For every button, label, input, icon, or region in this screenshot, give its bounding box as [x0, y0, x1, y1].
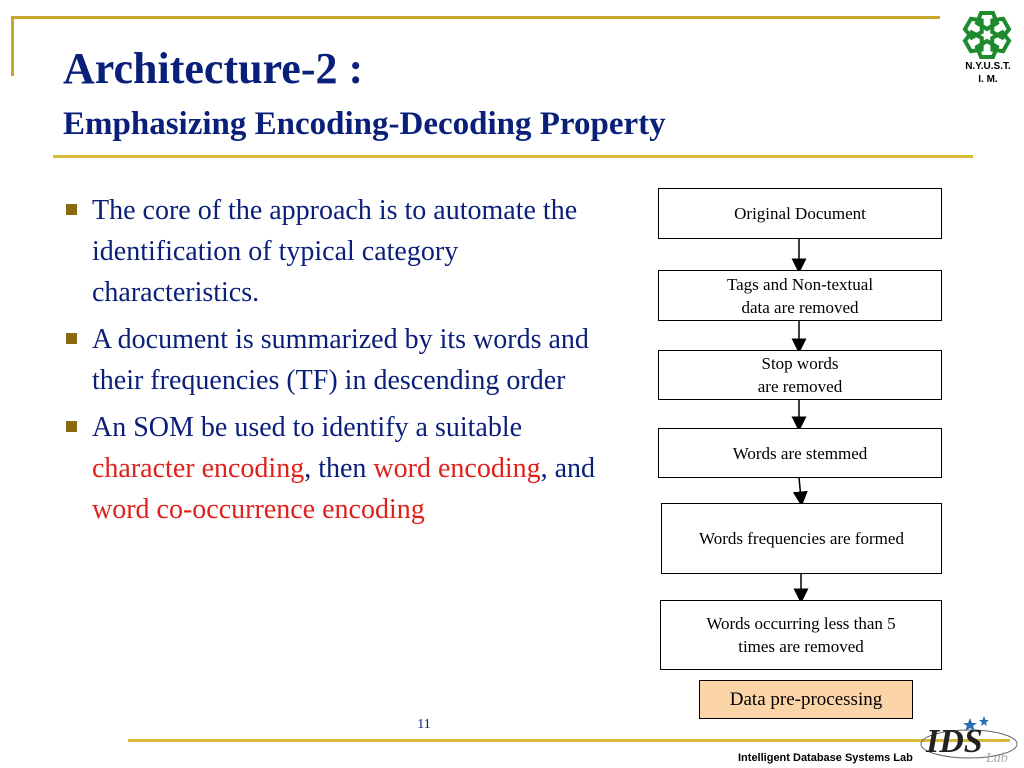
ids-logo-text: IDS [925, 723, 983, 760]
square-bullet-icon [66, 333, 77, 344]
bullet-item: An SOM be used to identify a suitable ch… [66, 407, 626, 530]
flow-step-label: Tags and Non-textual [726, 274, 874, 294]
flow-step-label: Words occurring less than 5 [706, 614, 896, 633]
square-bullet-icon [66, 421, 77, 432]
slide-subtitle: Emphasizing Encoding-Decoding Property [63, 106, 666, 142]
highlight-segment: word encoding [373, 453, 541, 484]
bullet-item: The core of the approach is to automate … [66, 190, 626, 313]
lab-name: Intelligent Database Systems Lab [738, 752, 913, 764]
flow-step-label: are removed [757, 377, 843, 396]
data-preprocessing-caption: Data pre-processing [699, 680, 913, 719]
bullet-list: The core of the approach is to automate … [66, 190, 626, 536]
flow-step-label: times are removed [738, 637, 864, 656]
bullet-segment: An SOM be used to identify a suitable [92, 412, 523, 443]
page-number: 11 [417, 717, 431, 732]
title-underline [53, 155, 973, 158]
highlight-segment: character encoding [92, 453, 305, 484]
logo-caption: N.Y.U.S.T. I. M. [948, 60, 1024, 86]
footer-line [128, 739, 1010, 742]
bullet-text: An SOM be used to identify a suitable ch… [66, 407, 626, 530]
flow-arrow [792, 476, 808, 507]
left-frame-line [11, 16, 14, 76]
flow-step-tags-removed: Tags and Non-textual data are removed [658, 270, 942, 321]
flow-step-label: data are removed [741, 297, 859, 317]
flow-step-stemmed: Words are stemmed [658, 428, 942, 478]
ids-logo-small: Lab [985, 751, 1008, 766]
flow-step-frequencies: Words frequencies are formed [661, 503, 942, 574]
flow-step-label: Words frequencies are formed [699, 529, 904, 548]
flow-step-label: Words are stemmed [732, 443, 868, 463]
bullet-segment: , then [304, 453, 374, 484]
top-frame-line [11, 16, 940, 19]
slide-title: Architecture-2 : [63, 44, 364, 93]
flow-step-rare-words: Words occurring less than 5 times are re… [660, 600, 942, 670]
logo-caption-line1: N.Y.U.S.T. [965, 61, 1011, 72]
star-icon [963, 718, 977, 731]
logo-caption-line2: I. M. [978, 74, 998, 85]
bullet-text: The core of the approach is to automate … [92, 195, 578, 308]
star-icon [979, 716, 989, 726]
flow-step-stop-words: Stop words are removed [658, 350, 942, 400]
bullet-text: A document is summarized by its words an… [92, 324, 589, 396]
bullet-item: A document is summarized by its words an… [66, 319, 626, 401]
flow-step-label: Original Document [734, 204, 866, 223]
nyust-logo-icon [962, 11, 1012, 59]
flow-step-original-document: Original Document [658, 188, 942, 239]
ids-lab-logo-icon: IDS Lab [920, 716, 1018, 766]
highlight-segment: word co-occurrence encoding [92, 494, 425, 525]
square-bullet-icon [66, 204, 77, 215]
bullet-segment: , and [540, 453, 596, 484]
flow-step-label: Stop words [761, 354, 839, 373]
